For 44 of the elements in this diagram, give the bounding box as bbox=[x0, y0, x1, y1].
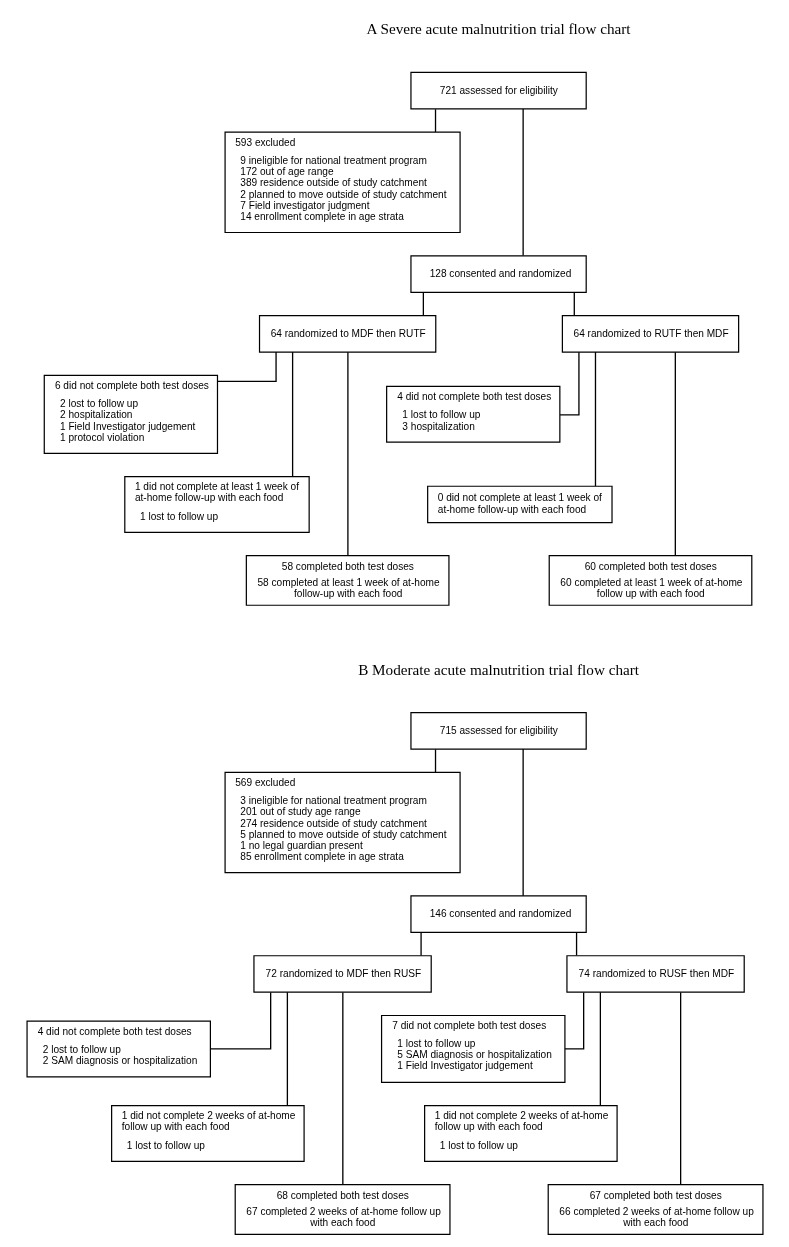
connector bbox=[522, 748, 524, 897]
connector bbox=[341, 991, 343, 1186]
node-box: 4 did not complete both test doses 2 lost to follow up 2 SAM diagnosis or hospitalization bbox=[25, 1020, 211, 1078]
connector bbox=[674, 351, 676, 557]
node-box: 58 completed both test doses 58 completed at least 1 week of at-home follow-up with each food bbox=[245, 555, 450, 606]
node-box: 64 randomized to MDF then RUTF bbox=[258, 314, 436, 353]
connector bbox=[599, 991, 601, 1107]
node-box: 1 did not complete at least 1 week of at-home follow-up with each food 1 lost to follow up bbox=[123, 476, 310, 533]
connector bbox=[522, 108, 524, 257]
connector bbox=[573, 291, 575, 316]
connector bbox=[291, 351, 293, 478]
node-box: 569 excluded 3 ineligible for national treatment program 201 out of study age range 274 residence outside of study catchment 5 planned to move outside of study catchment 1 no legal guardian present 85 enrollment complete in age strata bbox=[223, 771, 461, 874]
node-box: 128 consented and randomized bbox=[409, 255, 587, 293]
node-box: 74 randomized to RUSF then MDF bbox=[565, 955, 745, 993]
connector bbox=[434, 108, 436, 133]
node-box: 721 assessed for eligibility bbox=[409, 71, 587, 110]
node-box: 1 did not complete 2 weeks of at-home follow up with each food 1 lost to follow up bbox=[423, 1105, 618, 1162]
node-box: 7 did not complete both test doses 1 lost to follow up 5 SAM diagnosis or hospitalization 1 Field Investigator judgement bbox=[380, 1014, 566, 1083]
connector bbox=[594, 351, 596, 487]
connector bbox=[558, 351, 580, 416]
node-box: 4 did not complete both test doses 1 lost to follow up 3 hospitalization bbox=[385, 385, 560, 443]
node-box: 72 randomized to MDF then RUSF bbox=[252, 955, 432, 993]
node-box: 60 completed both test doses 60 completed at least 1 week of at-home follow up with each food bbox=[548, 555, 752, 606]
node-box: 64 randomized to RUTF then MDF bbox=[561, 314, 739, 353]
connector bbox=[679, 991, 681, 1186]
label: A Severe acute malnutrition trial flow chart bbox=[366, 20, 631, 38]
connector bbox=[419, 931, 422, 957]
node-box: 146 consented and randomized bbox=[409, 895, 587, 934]
connector bbox=[209, 991, 271, 1050]
connector bbox=[422, 291, 424, 316]
connector bbox=[216, 351, 277, 383]
node-box: 68 completed both test doses 67 completed 2 weeks of at-home follow up with each food bbox=[234, 1184, 451, 1235]
connector bbox=[434, 748, 436, 773]
connector bbox=[575, 931, 577, 957]
connector bbox=[346, 351, 349, 557]
node-box: 67 completed both test doses 66 completed 2 weeks of at-home follow up with each food bbox=[547, 1184, 764, 1235]
node-box: 715 assessed for eligibility bbox=[409, 712, 587, 750]
connector bbox=[286, 991, 288, 1107]
node-box: 593 excluded 9 ineligible for national treatment program 172 out of age range 389 residence outside of study catchment 2 planned to move outside of study catchment 7 Field investigator judgment 14 enrollment complete in age strata bbox=[223, 131, 461, 234]
node-box: 0 did not complete at least 1 week of at-home follow-up with each food bbox=[426, 485, 613, 524]
connector bbox=[563, 991, 584, 1050]
node-box: 1 did not complete 2 weeks of at-home follow up with each food 1 lost to follow up bbox=[110, 1105, 305, 1162]
node-box: 6 did not complete both test doses 2 lost to follow up 2 hospitalization 1 Field Investigator judgement 1 protocol violation bbox=[43, 374, 218, 454]
label: B Moderate acute malnutrition trial flow chart bbox=[357, 660, 639, 678]
